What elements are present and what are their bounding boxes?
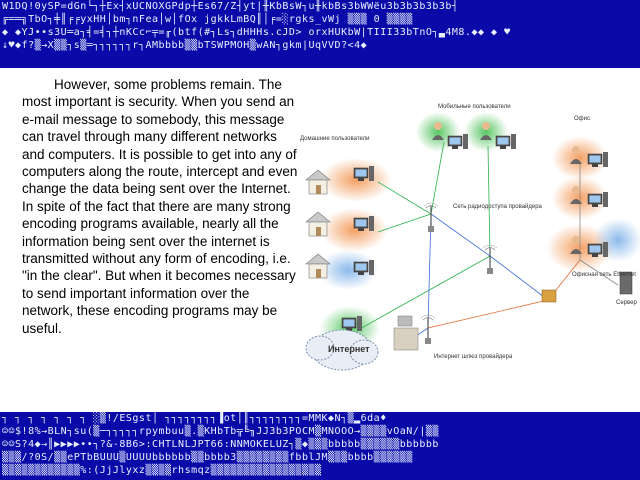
code-row: ▒▒▒▒▒▒▒▒▒▒▒▒%:(JjJlyxz▒▒▒▒rhsmqz▒▒▒▒▒▒▒▒… xyxy=(2,465,322,476)
office-zone-4 xyxy=(594,218,640,262)
code-row: ┐ ┐ ┐ ┐ ┐ ┐ ┐ ░▒!/ESgst│ ┐┐┐┐┐┐┐┐▐ot│║┐┐… xyxy=(2,413,387,424)
internet-label: Интернет xyxy=(328,344,370,354)
office-network-label: Офисная сеть Ethernet xyxy=(572,272,636,278)
home-zone-1 xyxy=(320,158,392,202)
code-row: W1DQ!0ySP=dGn└┐┼Ex┤xUCNOXGPdp┼Es67/Z┤yt|… xyxy=(2,1,459,12)
mobile-users-label: Мобильные пользователи xyxy=(438,104,511,110)
network-label: Сеть радиодоступа провайдера xyxy=(453,203,543,210)
body-paragraph: However, some problems remain. The most … xyxy=(22,77,298,336)
office-zone-1 xyxy=(552,136,608,180)
code-row: ╔══╗TbO┐╪║╒╒yxHH│bm┐nFea│w│fOx jgkkLmBQ║… xyxy=(2,14,413,25)
bottom-code-band: ┐ ┐ ┐ ┐ ┐ ┐ ┐ ░▒!/ESgst│ ┐┐┐┐┐┐┐┐▐ot│║┐┐… xyxy=(0,412,640,480)
code-row: ☺☺S?4◆→║▶▶▶▶••┐?&‐8B6>:CHTLNLJPT66:NNMOK… xyxy=(2,439,439,450)
switch-icon xyxy=(541,289,557,303)
gateway-label: Интернет шлюз провайдера xyxy=(434,353,513,360)
network-diagram: Домашние пользователи Мобильные пользова… xyxy=(300,104,640,371)
code-row: ▒▒▒/?0S/▒▒ePTbBUUU▒UUUUbbbbbb▒▒bbbb3▒▒▒▒… xyxy=(2,452,413,463)
home-users-label: Домашние пользователи xyxy=(300,136,370,142)
gateway-icon xyxy=(393,327,419,351)
server-label: Сервер xyxy=(616,300,637,306)
code-row: ◆ ◆YJ••s3U═a┐╡=╡┐┼nKCc⌐╤=╓(btf(#┐Ls┐dHHH… xyxy=(2,27,511,38)
internet-cloud-icon xyxy=(305,329,379,371)
code-row: ↓♥◆f?▒→X▒▒┐s▒═┐┐┐┐┐┐r┐AMbbbb▒▒bTSWPMOH▒w… xyxy=(2,40,368,51)
code-row: ☺☺$!8%→BLN┐su(▒─┐┐┐┐┐rpymbuu▒.▒KHbTb╦╚╖J… xyxy=(2,426,439,437)
home-zone-2 xyxy=(320,208,388,252)
top-code-band: W1DQ!0ySP=dGn└┐┼Ex┤xUCNOXGPdp┼Es67/Z┤yt|… xyxy=(0,0,640,68)
home-zone-3 xyxy=(318,250,378,290)
server-icon xyxy=(619,271,633,295)
office-label: Офис xyxy=(574,116,590,122)
